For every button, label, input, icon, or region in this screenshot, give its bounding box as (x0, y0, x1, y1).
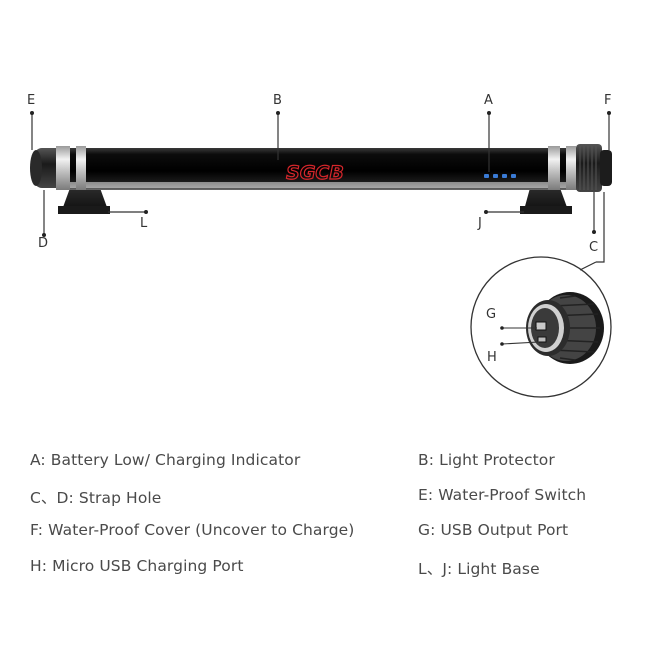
brand-logo: SGCB (286, 162, 344, 184)
callout-g: G (486, 307, 497, 322)
callout-e: E (27, 93, 36, 108)
callout-f: F (604, 93, 612, 108)
leader-lines (31, 113, 610, 263)
legend-cd: C、D: Strap Hole (30, 489, 162, 507)
leader-dots (30, 111, 611, 237)
callout-d: D (38, 236, 49, 251)
callout-c: C (589, 240, 599, 255)
light-base-left (58, 188, 110, 214)
legend-b: B: Light Protector (418, 451, 555, 469)
legend-h: H: Micro USB Charging Port (30, 557, 244, 575)
port-detail-zoom (470, 256, 612, 398)
callout-j: J (478, 216, 482, 231)
callout-h: H (487, 350, 497, 365)
legend-a: A: Battery Low/ Charging Indicator (30, 451, 301, 469)
legend-e: E: Water-Proof Switch (418, 486, 587, 504)
light-base-right (520, 188, 572, 214)
legend-lj: L、J: Light Base (418, 560, 540, 578)
callout-l: L (140, 216, 148, 231)
callout-a: A (484, 93, 493, 108)
legend-f: F: Water-Proof Cover (Uncover to Charge) (30, 521, 355, 539)
light-tube (30, 144, 612, 192)
legend-g: G: USB Output Port (418, 521, 569, 539)
charging-indicator-leds (484, 174, 516, 178)
callout-b: B (273, 93, 282, 108)
